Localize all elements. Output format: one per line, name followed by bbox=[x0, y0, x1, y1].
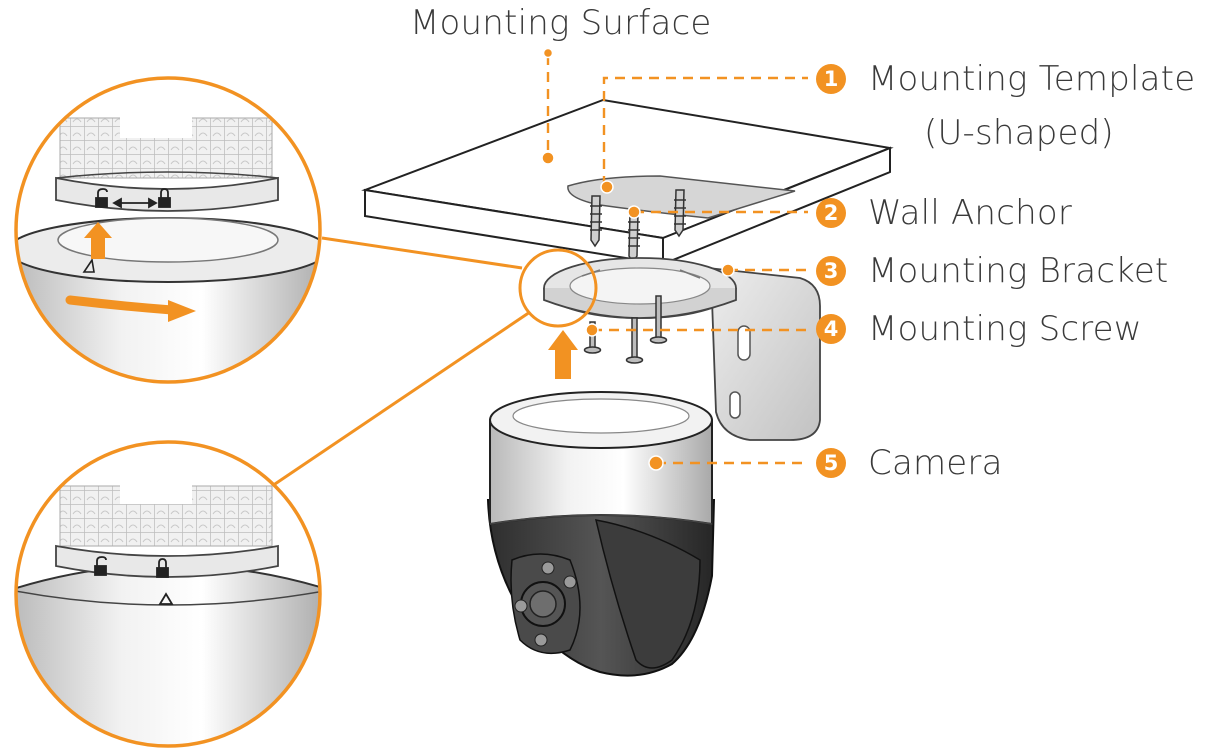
mounting-screw-middle bbox=[625, 317, 644, 364]
unlock-icon bbox=[95, 188, 108, 208]
callout-label-mounting-bracket: Mounting Bracket bbox=[868, 251, 1169, 291]
dot-camera bbox=[648, 455, 664, 471]
dot-mounting-surface-top bbox=[542, 47, 554, 59]
unlock-icon bbox=[94, 556, 107, 576]
dot-wall-anchor bbox=[627, 205, 641, 219]
callout-label-mounting-screw: Mounting Screw bbox=[868, 309, 1142, 349]
lock-icon bbox=[158, 188, 171, 208]
up-arrow-icon bbox=[84, 222, 112, 259]
callout-label-wall-anchor: Wall Anchor bbox=[868, 193, 1073, 233]
lock-icon bbox=[156, 558, 169, 578]
callout-badge-1: 1 bbox=[816, 64, 846, 94]
bracket-detail-highlight bbox=[518, 248, 598, 328]
wall-anchors bbox=[590, 189, 686, 264]
zoom-detail-locked bbox=[14, 440, 322, 748]
callout-badge-3: 3 bbox=[816, 256, 846, 286]
zoom-connector-top bbox=[321, 236, 523, 270]
callout-leaders bbox=[546, 55, 808, 465]
triangle-marker-icon bbox=[82, 257, 95, 273]
up-arrow-icon bbox=[548, 330, 578, 379]
wall-anchor-right bbox=[674, 189, 686, 238]
camera bbox=[486, 391, 716, 677]
dot-mounting-bracket bbox=[721, 263, 735, 277]
callout-label-mounting-template-sub: (U-shaped) bbox=[924, 113, 1114, 153]
zoom-detail-unlocked bbox=[14, 76, 322, 384]
mounting-surface bbox=[361, 98, 894, 266]
callout-label-mounting-template: Mounting Template bbox=[868, 59, 1196, 99]
callout-badge-5: 5 bbox=[816, 448, 846, 478]
dot-mounting-surface bbox=[541, 151, 555, 165]
callout-badge-4: 4 bbox=[816, 314, 846, 344]
triangle-marker-icon bbox=[158, 592, 174, 605]
callout-dots bbox=[541, 47, 735, 471]
rotate-arrow-icon bbox=[65, 295, 196, 322]
dot-mounting-screw bbox=[585, 323, 599, 337]
callout-badge-2: 2 bbox=[816, 198, 846, 228]
dot-mounting-template bbox=[600, 180, 614, 194]
zoom-connector-bottom bbox=[271, 310, 531, 488]
leader-mounting-template bbox=[602, 76, 808, 186]
direction-double-arrow bbox=[112, 197, 158, 209]
callout-label-camera: Camera bbox=[868, 443, 1003, 483]
mounting-screw-right bbox=[649, 295, 668, 344]
wall-anchor-left bbox=[590, 195, 602, 248]
mounting-surface-label: Mounting Surface bbox=[410, 3, 712, 43]
